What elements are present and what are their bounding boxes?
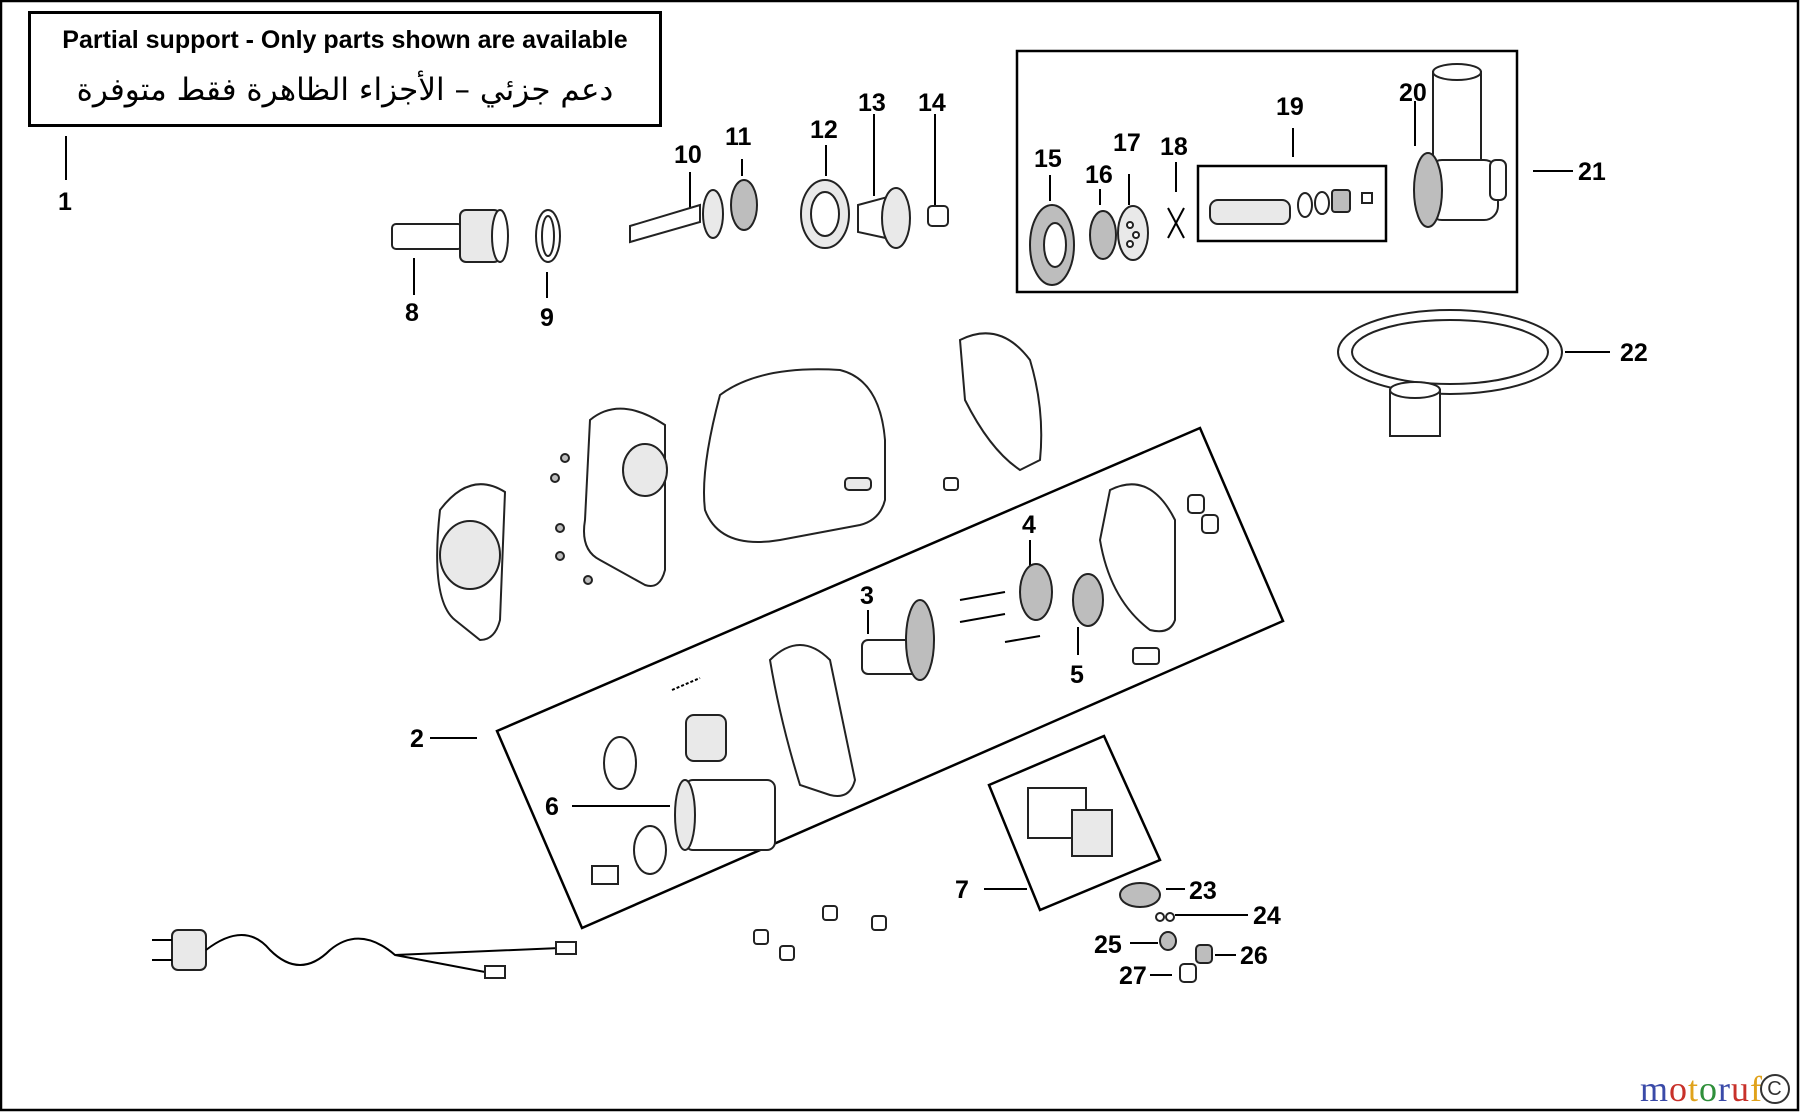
callout-1: 1 [58, 188, 72, 216]
front-bezel [436, 483, 507, 642]
part-16-plate [1089, 210, 1117, 260]
callout-10: 10 [674, 141, 702, 169]
callout-12: 12 [810, 116, 838, 144]
callout-17: 17 [1113, 129, 1141, 157]
rubber-feet [753, 905, 887, 961]
watermark-letter: f [1750, 1069, 1764, 1109]
part-20-21-mincer-housing [1413, 63, 1507, 228]
front-frame [583, 407, 668, 587]
callout-25: 25 [1094, 931, 1122, 959]
callout-2: 2 [410, 725, 424, 753]
callout-27: 27 [1119, 962, 1147, 990]
callout-23: 23 [1189, 877, 1217, 905]
callout-4: 4 [1022, 511, 1036, 539]
gearbox-shafts [959, 591, 1041, 643]
callout-20: 20 [1399, 79, 1427, 107]
part-12-collar [800, 179, 850, 249]
notice-english-text: Partial support - Only parts shown are a… [62, 26, 628, 54]
part-23-switch-cap [1119, 882, 1161, 908]
watermark-letter: o [1669, 1069, 1689, 1109]
callout-labels: 1 2 3 4 5 6 7 8 9 10 11 12 13 14 15 16 1… [58, 79, 1648, 990]
switch-block [591, 865, 619, 885]
watermark-letter: m [1640, 1069, 1670, 1109]
part-24-spring [1155, 912, 1175, 922]
part-26-button [1195, 944, 1213, 964]
callout-5: 5 [1070, 661, 1084, 689]
part-3-drive-shaft [861, 599, 935, 681]
gearbox-housing-half [1098, 483, 1176, 665]
part-17-plate [1117, 205, 1149, 261]
callout-15: 15 [1034, 145, 1062, 173]
callout-8: 8 [405, 299, 419, 327]
main-housing [703, 368, 886, 543]
gearbox-bushings [1187, 494, 1219, 534]
gearbox-group-frame [495, 426, 1285, 930]
callout-7: 7 [955, 876, 969, 904]
part-22-tray [1337, 309, 1563, 437]
part-13-cone [857, 187, 911, 249]
part-6-motor [674, 779, 776, 851]
part-27-button [1179, 963, 1197, 983]
callout-3: 3 [860, 582, 874, 610]
watermark-letter: t [1688, 1069, 1700, 1109]
part-7-control-board [1027, 787, 1113, 857]
screws-left [550, 453, 593, 585]
part-25-spring [1159, 931, 1177, 951]
notice-arabic-text: دعم جزئي – الأجزاء الظاهرة فقط متوفرة [76, 72, 614, 108]
callout-19: 19 [1276, 93, 1304, 121]
callout-13: 13 [858, 89, 886, 117]
motor-seal-ring [603, 736, 637, 790]
part-10-funnel [629, 189, 724, 244]
callout-16: 16 [1085, 161, 1113, 189]
availability-notice-box: Partial support - Only parts shown are a… [28, 11, 662, 127]
part-8-sausage-tube [391, 209, 509, 263]
callout-26: 26 [1240, 942, 1268, 970]
motor-end-cap [685, 714, 727, 762]
spring [671, 677, 701, 691]
watermark-letter: o [1699, 1069, 1719, 1109]
part-4-gear [1019, 563, 1053, 621]
part-5-gear [1072, 573, 1104, 627]
motoruf-watermark: motoruf C [1640, 1068, 1790, 1110]
callout-6: 6 [545, 793, 559, 821]
rear-cover [958, 332, 1043, 472]
copyright-icon: C [1760, 1074, 1790, 1104]
part-19-auger-set [1209, 189, 1373, 225]
callout-18: 18 [1160, 133, 1188, 161]
part-18-blade [1167, 207, 1185, 239]
callout-24: 24 [1253, 902, 1281, 930]
part-14-bushing [927, 205, 949, 227]
watermark-letter: u [1731, 1069, 1751, 1109]
control-board-frame [987, 734, 1162, 912]
callout-14: 14 [918, 89, 946, 117]
motor-brush-holder [633, 825, 667, 875]
leader-lines [65, 101, 1610, 976]
callout-11: 11 [725, 123, 752, 151]
part-15-ring-nut [1029, 204, 1075, 286]
auger-set-frame [1196, 164, 1388, 243]
mincer-attachment-frame [1015, 49, 1519, 294]
part-9-ring [535, 209, 561, 263]
screw-rear [943, 477, 959, 491]
watermark-letter: r [1718, 1069, 1732, 1109]
callout-21: 21 [1578, 158, 1606, 186]
motor-mount-half [768, 644, 857, 797]
power-cord [152, 929, 577, 979]
callout-22: 22 [1620, 339, 1648, 367]
part-11-disc [730, 179, 758, 231]
callout-9: 9 [540, 304, 554, 332]
